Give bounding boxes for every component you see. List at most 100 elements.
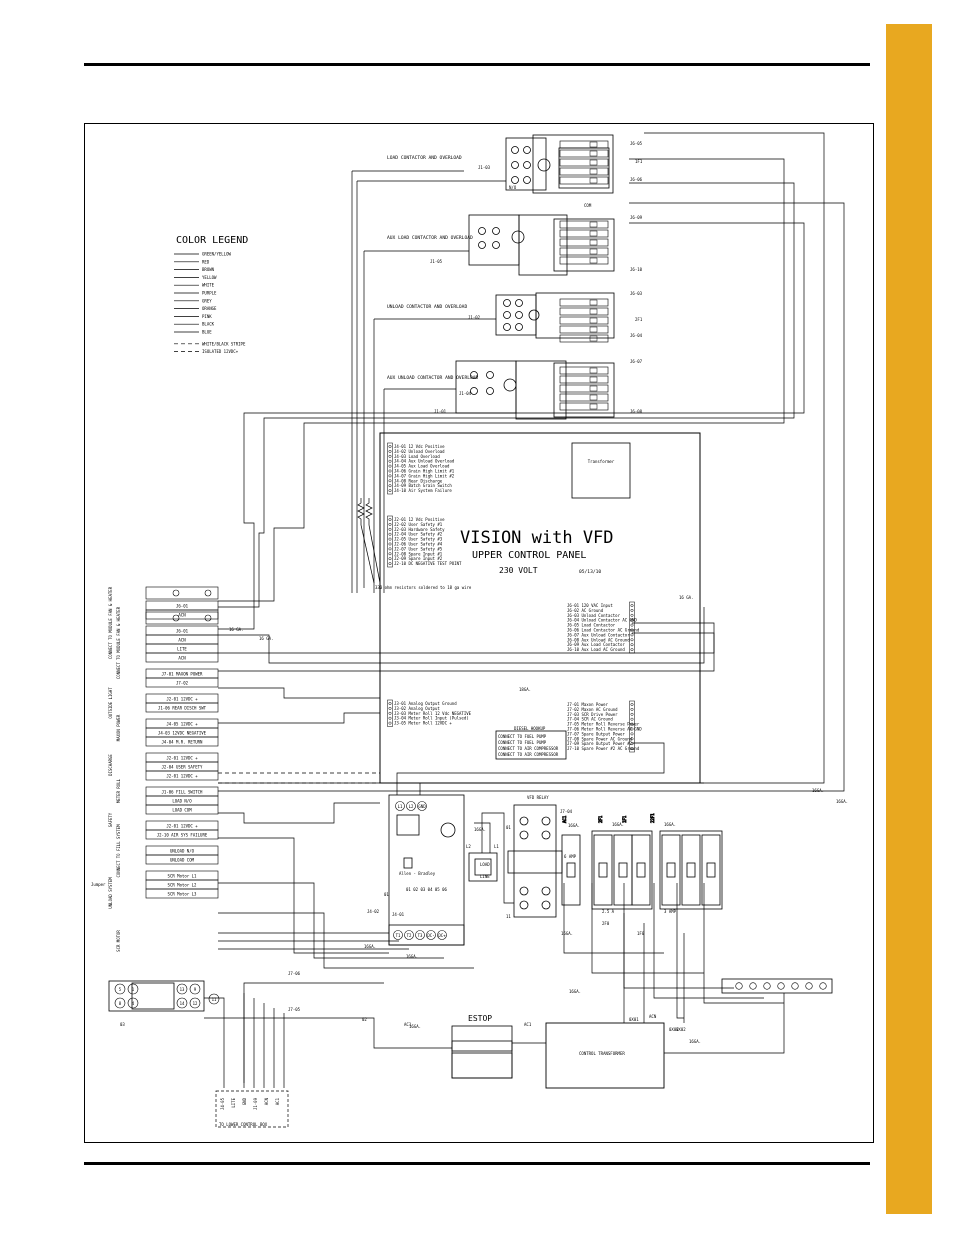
breaker-1f0: 1F0 bbox=[637, 931, 645, 936]
board-pin-label: J2-09 Spare Input #2 bbox=[394, 556, 443, 561]
contactor-tag: 2F1 bbox=[635, 317, 643, 322]
board-pin bbox=[630, 613, 634, 617]
contact-screw bbox=[589, 317, 598, 324]
wire-label: 0X02 bbox=[676, 1027, 686, 1032]
wire bbox=[703, 883, 784, 1004]
legend-item: PURPLE bbox=[202, 291, 217, 296]
contactor-contact bbox=[559, 375, 609, 384]
board-header bbox=[387, 442, 393, 495]
contact-screw bbox=[589, 177, 598, 184]
terminal-label: LITE bbox=[177, 647, 187, 652]
relay-terminal bbox=[176, 983, 188, 995]
module-relay-block bbox=[108, 980, 205, 1012]
terminal-label: J2-01 12VDC + bbox=[166, 774, 198, 779]
breaker-3amp: 3 AMP bbox=[664, 909, 677, 914]
relay-number: 12 bbox=[193, 1001, 198, 1006]
board-pin-label: J6-01 120 VAC Input bbox=[567, 603, 613, 608]
board-pin-label: J7-02 Maxon AC Ground bbox=[567, 707, 618, 712]
relay-terminal bbox=[189, 997, 201, 1009]
terminal-label: J6-01 bbox=[176, 604, 189, 609]
header-rule bbox=[84, 63, 870, 66]
contact-screw bbox=[589, 168, 598, 175]
relay-label-11: 11 bbox=[506, 914, 511, 919]
breaker-toggle bbox=[686, 862, 696, 878]
drive-terminal-strip: 01 02 03 04 05 06 bbox=[406, 887, 448, 892]
drive-terminal-label: DC- bbox=[427, 933, 434, 938]
wire bbox=[218, 132, 825, 784]
terminal-screw bbox=[172, 614, 180, 622]
relay-terminal bbox=[127, 997, 139, 1009]
filter-load: LOAD bbox=[480, 862, 490, 867]
contactor-contact bbox=[559, 384, 609, 393]
board-pin bbox=[630, 604, 634, 607]
terminal-label: J4-04 M.R. RETURN bbox=[162, 740, 204, 745]
contact-screw bbox=[589, 376, 598, 383]
contact-screw bbox=[589, 248, 598, 255]
wire-label: AC1 bbox=[404, 1022, 412, 1027]
legend-item: PINK bbox=[202, 314, 212, 319]
wire bbox=[591, 883, 704, 974]
diesel-line-4: CONNECT TO AIR COMPRESSOR bbox=[498, 752, 559, 757]
board-pin bbox=[388, 716, 392, 720]
contactor-pin-label: J6-04 bbox=[630, 333, 643, 338]
contactor-contact bbox=[559, 158, 609, 167]
wire-label: 0X01 bbox=[629, 1017, 639, 1022]
contactor-contact bbox=[559, 238, 609, 247]
board-pin-label: J4-02 Unload Overload bbox=[394, 449, 445, 454]
diesel-line-3: CONNECT TO AIR COMPRESSOR bbox=[498, 746, 559, 751]
side-label: METER ROLL bbox=[116, 778, 121, 803]
breaker bbox=[681, 834, 701, 906]
contact-screw bbox=[589, 308, 598, 315]
contactor-contact bbox=[559, 140, 609, 149]
drive-terminal-label: L1 bbox=[398, 804, 403, 809]
breaker-25a: 2.5 A bbox=[602, 909, 615, 914]
legend-item: WHITE bbox=[202, 283, 215, 288]
board-pin bbox=[388, 469, 392, 473]
estop-switch bbox=[451, 1025, 513, 1079]
contactor-contact bbox=[559, 393, 609, 402]
breaker bbox=[561, 834, 581, 906]
wire-label: 02 bbox=[362, 1017, 367, 1022]
board-pin-label: J7-03 SCR Drive Power bbox=[567, 712, 618, 717]
board-pin bbox=[630, 623, 634, 627]
wire bbox=[563, 883, 664, 954]
wire-gauge-label: 16GA. bbox=[568, 823, 580, 828]
wire-label: 0X02 bbox=[669, 1027, 679, 1032]
wire-gauge-label: 16GA. bbox=[561, 931, 573, 936]
wire bbox=[218, 882, 444, 959]
wire-label: J7-05 bbox=[288, 1007, 301, 1012]
terminal-label: LOAD N/O bbox=[172, 799, 192, 804]
contact-screw bbox=[589, 230, 598, 237]
board-pin-label: J7-10 Spare Power #2 AC Ground bbox=[567, 746, 640, 751]
ground-terminal bbox=[749, 982, 757, 990]
board-pin-label: J2-06 User Safety #4 bbox=[394, 542, 443, 547]
breaker-toggle bbox=[618, 862, 628, 878]
board-pin bbox=[388, 532, 392, 536]
board-pin-label: J2-07 User Safety #5 bbox=[394, 546, 443, 551]
board-pin-label: J6-10 Aux Load AC Ground bbox=[567, 647, 625, 652]
contact-screw bbox=[589, 385, 598, 392]
wire bbox=[676, 883, 684, 1019]
vfd-relay-title: VFD RELAY bbox=[527, 795, 549, 800]
board-pin-label: J6-03 Unload Contactor bbox=[567, 613, 621, 618]
legend-item-dashed: WHITE/BLACK STRIPE bbox=[202, 341, 246, 346]
board-pin bbox=[630, 707, 634, 711]
contact-screw bbox=[589, 367, 598, 374]
board-pin bbox=[630, 703, 634, 706]
terminal-block bbox=[145, 829, 219, 840]
board-pin-label: J4-09 Batch Grain Switch bbox=[394, 483, 452, 488]
board-pin bbox=[630, 732, 634, 736]
contactor-pin-label: J6-05 bbox=[630, 141, 643, 146]
wiring-diagram: COLOR LEGEND GREEN/YELLOWREDBROWNYELLOWW… bbox=[84, 123, 874, 1143]
breaker bbox=[701, 834, 721, 906]
breaker-tag: 22F1 bbox=[650, 813, 655, 823]
board-pin bbox=[630, 628, 634, 632]
wire-gauge-label: 16GA. bbox=[664, 822, 676, 827]
contact-screw bbox=[589, 239, 598, 246]
panel-date: 05/13/10 bbox=[579, 569, 601, 575]
side-label: SCR MOTOR bbox=[116, 930, 121, 952]
board-pin bbox=[388, 562, 392, 566]
contactor-contact bbox=[559, 176, 609, 185]
contactor-contact bbox=[559, 402, 609, 411]
relay-label-01: 01 bbox=[506, 825, 511, 830]
